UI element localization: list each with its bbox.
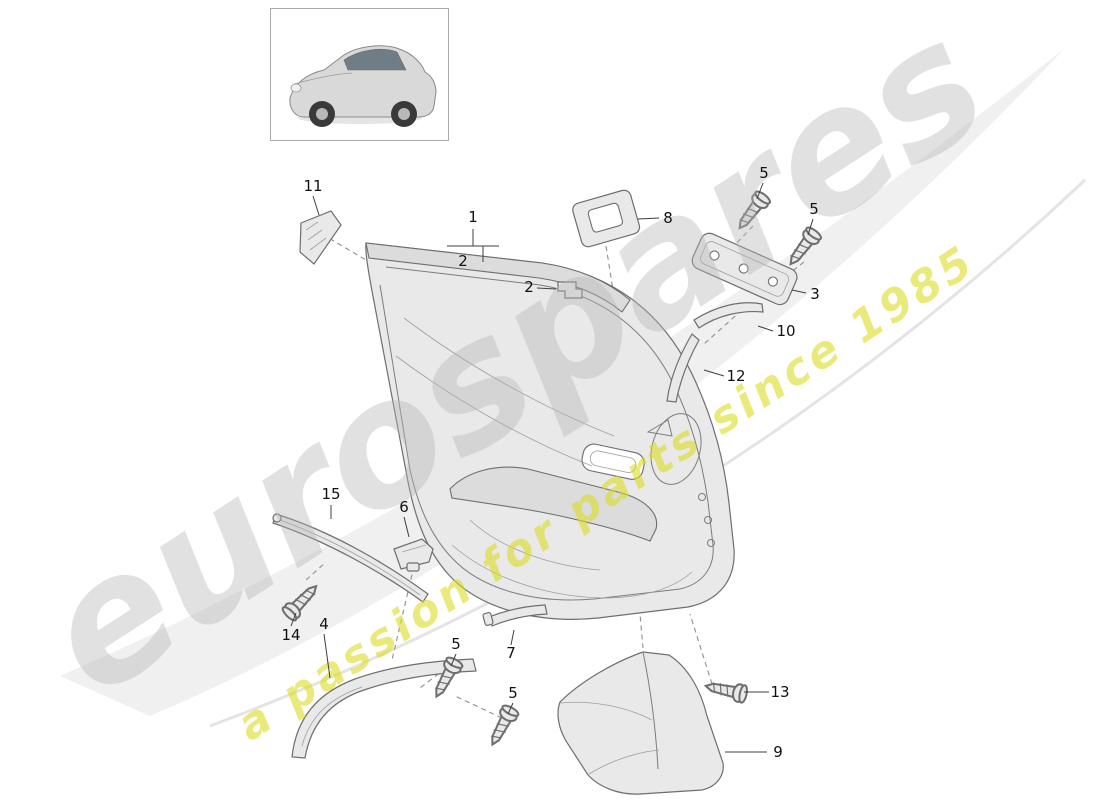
callout-5a[interactable]: 5 xyxy=(759,164,769,182)
callout-15[interactable]: 15 xyxy=(321,485,340,503)
callout-2[interactable]: 2 xyxy=(524,278,534,296)
watermark: eurospares a passion for parts since 198… xyxy=(9,0,1018,751)
swoosh-band xyxy=(60,48,1065,716)
callout-4[interactable]: 4 xyxy=(319,615,329,633)
callout-5c[interactable]: 5 xyxy=(451,635,461,653)
part-trim-10 xyxy=(693,302,764,329)
door-panel-speaker xyxy=(650,413,702,485)
part-sill-strip-15 xyxy=(272,513,429,603)
callout-14[interactable]: 14 xyxy=(281,626,300,644)
car-icon xyxy=(289,45,437,127)
door-panel-armrest xyxy=(449,466,658,542)
callout-2-group[interactable]: 2 xyxy=(458,252,468,270)
part-screw-5d xyxy=(483,702,521,750)
callout-10[interactable]: 10 xyxy=(776,322,795,340)
callout-5b[interactable]: 5 xyxy=(809,200,819,218)
part-clip-2 xyxy=(557,281,583,299)
callout-1[interactable]: 1 xyxy=(468,208,478,226)
vehicle-thumbnail xyxy=(270,8,449,141)
callout-13[interactable]: 13 xyxy=(770,683,789,701)
callout-11[interactable]: 11 xyxy=(303,177,322,195)
part-door-pocket-9 xyxy=(557,651,724,795)
part-trim-7 xyxy=(482,604,548,627)
watermark-brand: eurospares xyxy=(9,0,1018,734)
parts-diagram xyxy=(272,188,824,795)
callout-8[interactable]: 8 xyxy=(663,209,673,227)
part-trim-12 xyxy=(666,333,700,403)
part-trim-11 xyxy=(299,210,342,265)
callout-7[interactable]: 7 xyxy=(506,644,516,662)
door-panel-tweeter xyxy=(646,419,673,437)
part-clip-6 xyxy=(393,538,434,572)
door-panel-handle-recess xyxy=(581,443,645,480)
callout-9[interactable]: 9 xyxy=(773,743,783,761)
callout-3[interactable]: 3 xyxy=(810,285,820,303)
callouts: 1 2 2 3 4 5 5 5 5 6 7 8 9 10 11 12 1 xyxy=(281,164,819,761)
callout-6[interactable]: 6 xyxy=(399,498,409,516)
part-bracket-8 xyxy=(572,189,641,248)
part-door-panel xyxy=(365,242,735,620)
callout-12[interactable]: 12 xyxy=(726,367,745,385)
door-panel-sill-band xyxy=(365,242,631,313)
callout-5d[interactable]: 5 xyxy=(508,684,518,702)
